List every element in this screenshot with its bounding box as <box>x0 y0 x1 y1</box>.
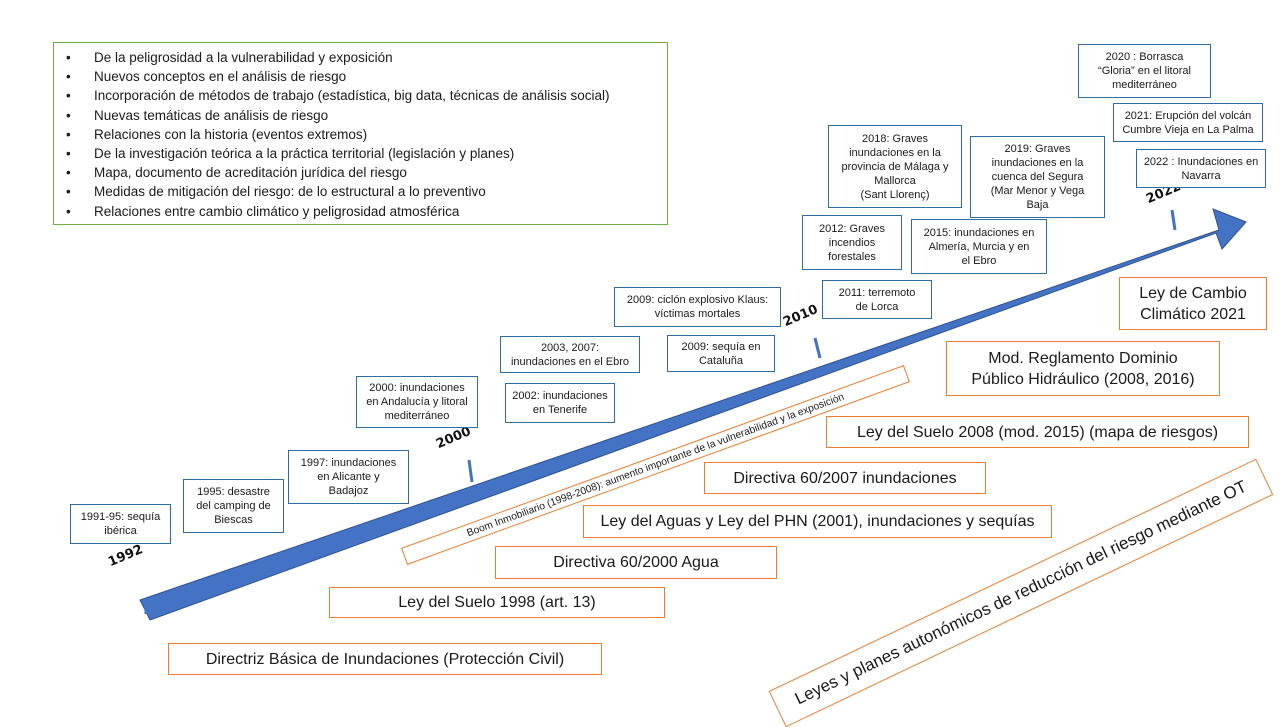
law-box-directiva-2007: Directiva 60/2007 inundaciones <box>704 462 986 494</box>
law-box-directriz-inundaciones: Directriz Básica de Inundaciones (Protec… <box>168 643 602 675</box>
event-box-2018: 2018: Graves inundaciones en la provinci… <box>828 125 962 208</box>
law-box-ley-suelo-2008: Ley del Suelo 2008 (mod. 2015) (mapa de … <box>826 416 1249 448</box>
key-point: •Relaciones entre cambio climático y pel… <box>62 202 659 221</box>
law-box-ley-aguas-phn: Ley del Aguas y Ley del PHN (2001), inun… <box>583 505 1052 538</box>
bullet: • <box>66 107 71 123</box>
event-box-2012: 2012: Graves incendios forestales <box>802 215 902 270</box>
event-box-2015: 2015: inundaciones en Almería, Murcia y … <box>911 219 1047 274</box>
bullet: • <box>66 203 71 219</box>
bullet: • <box>66 126 71 142</box>
event-box-1997: 1997: inundaciones en Alicante y Badajoz <box>288 450 409 504</box>
event-box-2021: 2021: Erupción del volcán Cumbre Vieja e… <box>1113 103 1263 142</box>
key-point: •Medidas de mitigación del riesgo: de lo… <box>62 182 659 201</box>
key-points-list: •De la peligrosidad a la vulnerabilidad … <box>62 48 659 221</box>
bullet: • <box>66 88 71 104</box>
event-box-1991-95: 1991-95: sequía ibérica <box>70 504 171 544</box>
key-point: •De la peligrosidad a la vulnerabilidad … <box>62 48 659 67</box>
event-box-2009-sequia: 2009: sequía en Cataluña <box>667 335 775 372</box>
key-point: •Mapa, documento de acreditación jurídic… <box>62 163 659 182</box>
key-point: •De la investigación teórica a la prácti… <box>62 144 659 163</box>
tick-2022 <box>1170 209 1177 231</box>
bullet: • <box>66 69 71 85</box>
event-box-2000: 2000: inundaciones en Andalucía y litora… <box>356 376 478 428</box>
event-box-2022: 2022 : Inundaciones en Navarra <box>1136 149 1266 188</box>
event-box-2019: 2019: Graves inundaciones en la cuenca d… <box>970 136 1105 218</box>
tick-2010 <box>813 337 822 359</box>
bullet: • <box>66 184 71 200</box>
tick-2000 <box>467 459 474 483</box>
law-box-ley-cambio-climatico: Ley de Cambio Climático 2021 <box>1119 277 1267 330</box>
key-point: •Nuevas temáticas de análisis de riesgo <box>62 106 659 125</box>
event-box-2002: 2002: inundaciones en Tenerife <box>505 383 615 423</box>
event-box-2009-klaus: 2009: ciclón explosivo Klaus: víctimas m… <box>614 287 781 327</box>
bullet: • <box>66 50 71 65</box>
key-point: •Relaciones con la historia (eventos ext… <box>62 125 659 144</box>
timeline-arrow-body <box>139 208 1247 621</box>
event-box-1995: 1995: desastre del camping de Biescas <box>183 479 284 533</box>
law-box-directiva-2000: Directiva 60/2000 Agua <box>495 546 777 579</box>
bullet: • <box>66 165 71 181</box>
law-box-reglamento-dph: Mod. Reglamento Dominio Público Hidráuli… <box>946 341 1220 396</box>
key-point: •Nuevos conceptos en el análisis de ries… <box>62 67 659 86</box>
bullet: • <box>66 146 71 162</box>
key-point: •Incorporación de métodos de trabajo (es… <box>62 86 659 105</box>
key-points-box: •De la peligrosidad a la vulnerabilidad … <box>53 42 668 225</box>
event-box-2003-2007: 2003, 2007: inundaciones en el Ebro <box>500 336 640 373</box>
law-box-ley-suelo-1998: Ley del Suelo 1998 (art. 13) <box>329 587 665 618</box>
event-box-2011: 2011: terremoto de Lorca <box>822 280 932 319</box>
event-box-2020: 2020 : Borrasca “Gloria” en el litoral m… <box>1078 44 1211 98</box>
